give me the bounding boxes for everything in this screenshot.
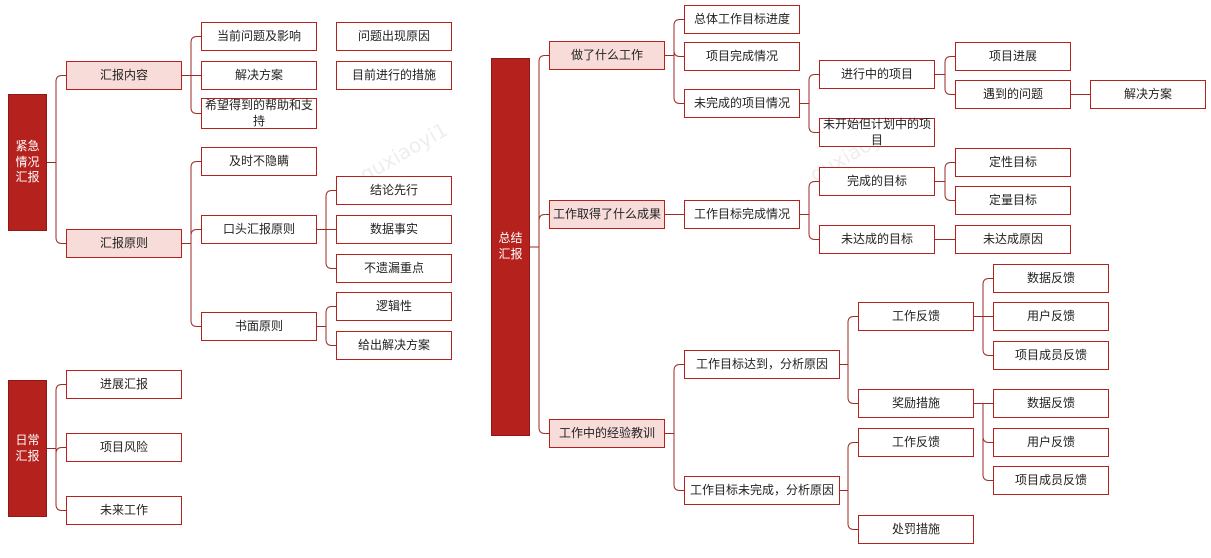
issue-cause-node[interactable]: 问题出现原因 bbox=[336, 22, 452, 51]
connector-line bbox=[317, 306, 336, 327]
unmet-reason-node[interactable]: 未达成原因 bbox=[955, 225, 1071, 254]
lessons-node[interactable]: 工作中的经验教训 bbox=[549, 419, 665, 448]
connector-line bbox=[840, 316, 858, 365]
solution-node[interactable]: 解决方案 bbox=[201, 61, 317, 90]
connector-line bbox=[182, 229, 201, 244]
connector-line bbox=[800, 103, 819, 133]
connector-line bbox=[530, 55, 549, 248]
connector-line bbox=[840, 364, 858, 404]
planned-projects-node[interactable]: 未开始但计划中的项目 bbox=[819, 117, 935, 147]
connector-line bbox=[182, 161, 201, 244]
quantitative-goal-node[interactable]: 定量目标 bbox=[955, 186, 1071, 215]
member-feedback-node[interactable]: 项目成员反馈 bbox=[993, 341, 1109, 370]
help-wanted-node[interactable]: 希望得到的帮助和支持 bbox=[201, 98, 317, 129]
daily-report-root-node[interactable]: 日常汇报 bbox=[8, 380, 47, 517]
connector-line bbox=[840, 442, 858, 491]
data-feedback-node[interactable]: 数据反馈 bbox=[993, 389, 1109, 418]
connector-line bbox=[665, 19, 684, 56]
current-measures-node[interactable]: 目前进行的措施 bbox=[336, 61, 452, 90]
completed-goals-node[interactable]: 完成的目标 bbox=[819, 167, 935, 196]
connector-line bbox=[47, 75, 66, 163]
unfinished-projects-node[interactable]: 未完成的项目情况 bbox=[684, 89, 800, 118]
encountered-issue-node[interactable]: 遇到的问题 bbox=[955, 80, 1071, 109]
unmet-goals-node[interactable]: 未达成的目标 bbox=[819, 225, 935, 254]
goal-unmet-analysis-node[interactable]: 工作目标未完成，分析原因 bbox=[684, 476, 840, 505]
connector-line bbox=[974, 278, 993, 317]
connector-line bbox=[935, 74, 955, 95]
written-principle-node[interactable]: 书面原则 bbox=[201, 312, 317, 341]
logic-node[interactable]: 逻辑性 bbox=[336, 292, 452, 321]
connector-line bbox=[317, 326, 336, 346]
user-feedback-node[interactable]: 用户反馈 bbox=[993, 302, 1109, 331]
project-completion-node[interactable]: 项目完成情况 bbox=[684, 42, 800, 71]
urgent-report-root-node[interactable]: 紧急情况汇报 bbox=[8, 94, 47, 231]
project-progress-node[interactable]: 项目进展 bbox=[955, 42, 1071, 71]
connector-line bbox=[935, 181, 955, 201]
connector-line bbox=[182, 75, 201, 114]
qualitative-goal-node[interactable]: 定性目标 bbox=[955, 148, 1071, 177]
connector-line bbox=[800, 74, 819, 104]
current-issue-node[interactable]: 当前问题及影响 bbox=[201, 22, 317, 51]
data-feedback-node[interactable]: 数据反馈 bbox=[993, 264, 1109, 293]
connector-line bbox=[935, 162, 955, 182]
penalty-measures-node[interactable]: 处罚措施 bbox=[858, 515, 974, 544]
no-miss-key-node[interactable]: 不遗漏重点 bbox=[336, 254, 452, 283]
connector-line bbox=[935, 56, 955, 75]
connector-line bbox=[47, 448, 66, 511]
work-feedback-node[interactable]: 工作反馈 bbox=[858, 302, 974, 331]
work-feedback-node[interactable]: 工作反馈 bbox=[858, 428, 974, 457]
project-risk-node[interactable]: 项目风险 bbox=[66, 433, 182, 462]
connector-line bbox=[317, 229, 336, 269]
connector-line bbox=[182, 243, 201, 327]
connector-line bbox=[182, 36, 201, 76]
summary-report-root-node[interactable]: 总结汇报 bbox=[491, 58, 530, 436]
issue-solution-node[interactable]: 解决方案 bbox=[1090, 80, 1206, 109]
in-progress-projects-node[interactable]: 进行中的项目 bbox=[819, 60, 935, 89]
connector-line bbox=[665, 50, 684, 57]
no-conceal-node[interactable]: 及时不隐瞒 bbox=[201, 147, 317, 176]
connector-line bbox=[317, 190, 336, 230]
connector-line bbox=[665, 364, 684, 434]
connector-line bbox=[800, 181, 819, 215]
connector-line bbox=[800, 214, 819, 240]
member-feedback-node[interactable]: 项目成员反馈 bbox=[993, 466, 1109, 495]
report-content-node[interactable]: 汇报内容 bbox=[66, 61, 182, 90]
connector-line bbox=[47, 162, 66, 244]
connector-line bbox=[665, 55, 684, 104]
data-facts-node[interactable]: 数据事实 bbox=[336, 215, 452, 244]
conclusion-first-node[interactable]: 结论先行 bbox=[336, 176, 452, 205]
oral-principle-node[interactable]: 口头汇报原则 bbox=[201, 215, 317, 244]
what-done-node[interactable]: 做了什么工作 bbox=[549, 41, 665, 70]
user-feedback-node[interactable]: 用户反馈 bbox=[993, 428, 1109, 457]
connector-line bbox=[974, 403, 993, 481]
progress-report-node[interactable]: 进展汇报 bbox=[66, 370, 182, 399]
connector-line bbox=[530, 214, 549, 248]
report-principle-node[interactable]: 汇报原则 bbox=[66, 229, 182, 258]
connector-line bbox=[840, 490, 858, 530]
connector-line bbox=[47, 384, 66, 449]
goal-met-analysis-node[interactable]: 工作目标达到，分析原因 bbox=[684, 350, 840, 379]
connector-line bbox=[530, 246, 549, 434]
give-solution-node[interactable]: 给出解决方案 bbox=[336, 331, 452, 360]
reward-measures-node[interactable]: 奖励措施 bbox=[858, 389, 974, 418]
future-work-node[interactable]: 未来工作 bbox=[66, 496, 182, 525]
achievements-node[interactable]: 工作取得了什么成果 bbox=[549, 200, 665, 229]
goal-completion-node[interactable]: 工作目标完成情况 bbox=[684, 200, 800, 229]
connector-line bbox=[974, 316, 993, 356]
connector-line bbox=[665, 433, 684, 491]
overall-progress-node[interactable]: 总体工作目标进度 bbox=[684, 5, 800, 34]
